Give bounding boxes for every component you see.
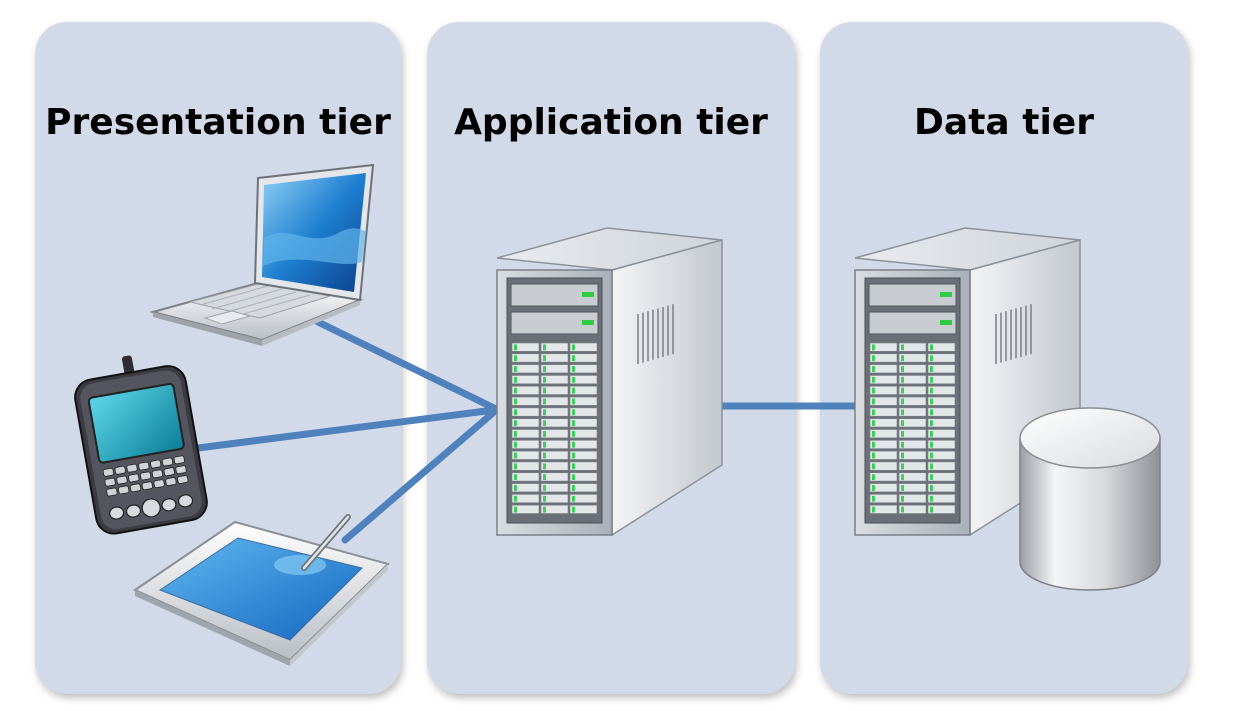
database-cylinder-icon (1019, 407, 1161, 591)
presentation-tier-title: Presentation tier (45, 102, 391, 143)
server-tower-icon (496, 227, 723, 537)
connector-tablet-to-app-server (341, 408, 498, 544)
data-tier-title: Data tier (914, 102, 1094, 143)
connector-pda-to-app-server (194, 406, 498, 452)
application-tier-panel: Application tier (427, 22, 795, 694)
tablet-icon (132, 514, 390, 666)
pda-icon (74, 355, 208, 535)
application-tier-title: Application tier (454, 102, 768, 143)
laptop-icon (149, 163, 375, 346)
connector-lines (194, 318, 866, 544)
connector-laptop-to-app-server (314, 318, 498, 412)
